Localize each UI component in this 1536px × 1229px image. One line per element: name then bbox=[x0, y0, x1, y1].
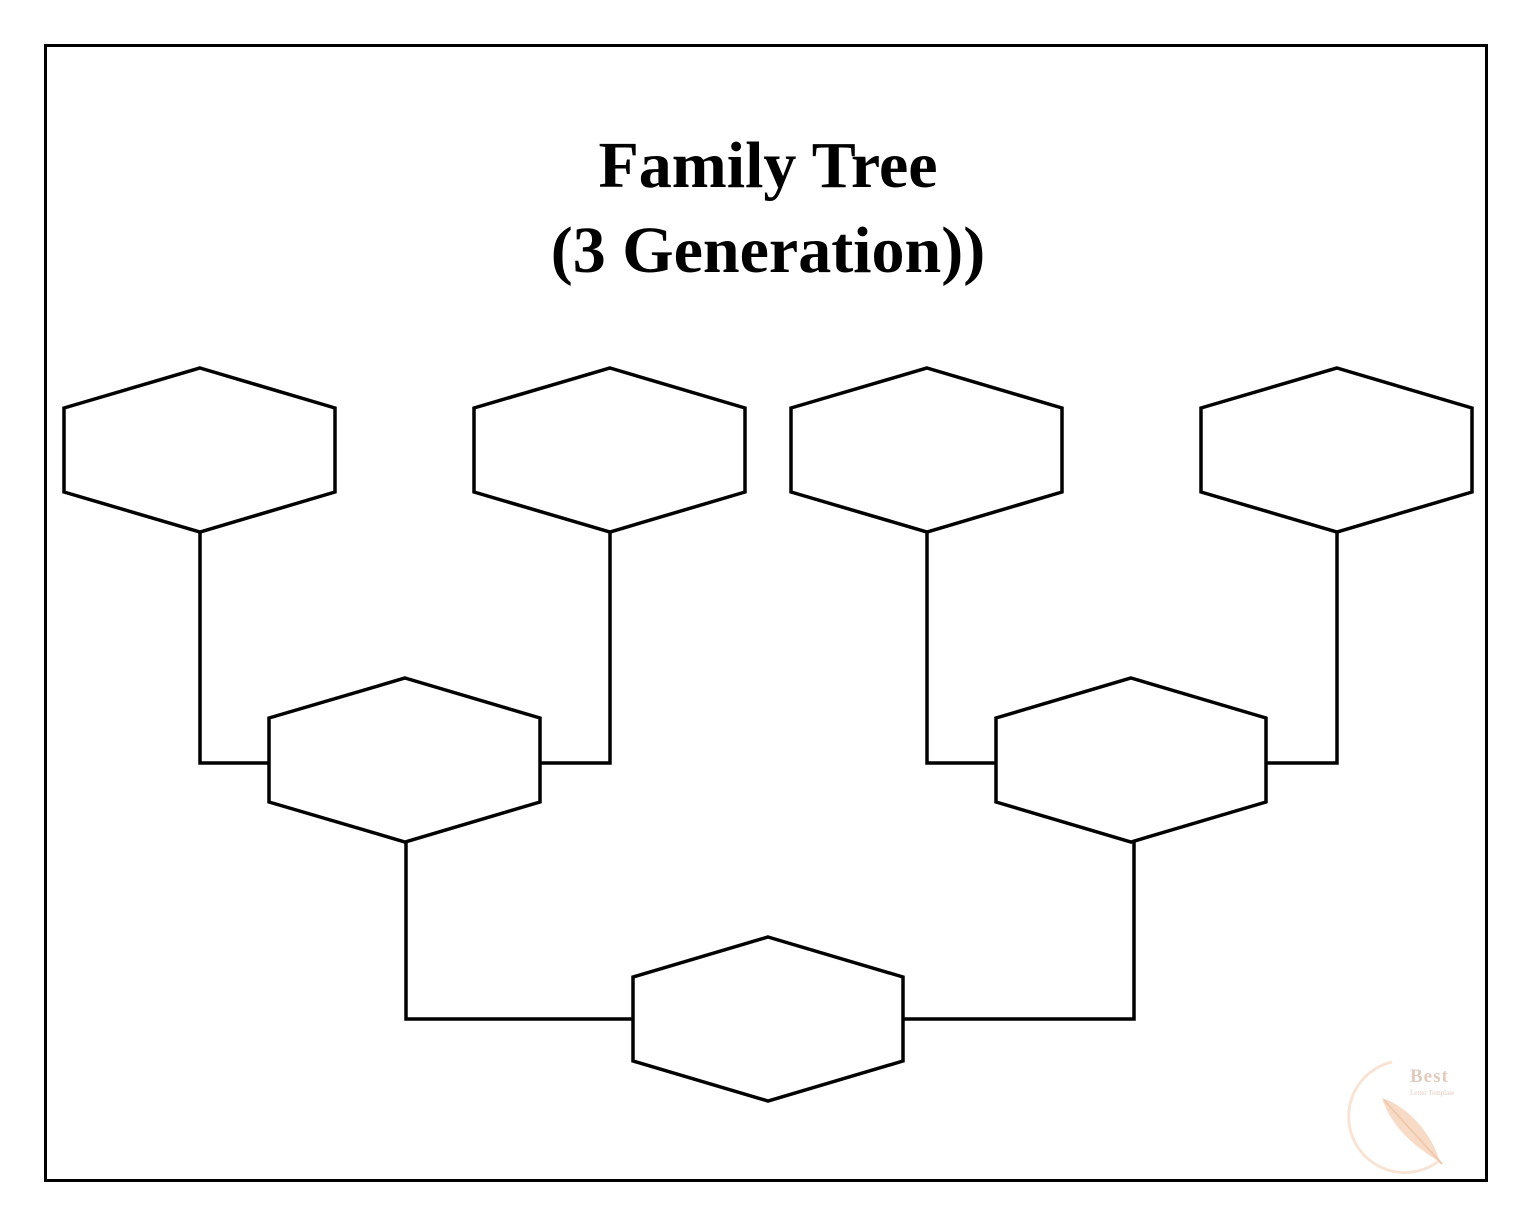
connectors bbox=[198, 531, 1339, 1021]
page-border bbox=[44, 44, 1488, 1182]
parents-row bbox=[267, 676, 1268, 844]
connector-grandparent-2-parent-1 bbox=[540, 531, 612, 765]
title-line-2: (3 Generation)) bbox=[550, 214, 986, 287]
hex-box-parent-1[interactable] bbox=[267, 676, 542, 844]
hex-box-parent-2[interactable] bbox=[994, 676, 1268, 844]
connector-grandparent-3-parent-2 bbox=[925, 531, 996, 765]
watermark-brand: Best bbox=[1410, 1066, 1449, 1087]
self-row bbox=[631, 935, 905, 1103]
watermark-logo: Best Letter Template bbox=[1347, 1060, 1454, 1175]
watermark-ring bbox=[1347, 1060, 1441, 1175]
grandparents-row bbox=[62, 366, 1474, 534]
watermark-subtitle: Letter Template bbox=[1410, 1089, 1454, 1097]
connector-parent-1-self bbox=[404, 841, 633, 1021]
hex-box-grandparent-2[interactable] bbox=[472, 366, 747, 534]
hex-box-grandparent-4[interactable] bbox=[1199, 366, 1474, 534]
connector-grandparent-1-parent-1 bbox=[198, 531, 270, 765]
connector-parent-2-self bbox=[903, 841, 1136, 1021]
hex-box-grandparent-3[interactable] bbox=[789, 366, 1064, 534]
title-line-1: Family Tree bbox=[598, 129, 938, 202]
connector-grandparent-4-parent-2 bbox=[1267, 531, 1339, 765]
hex-box-self[interactable] bbox=[631, 935, 905, 1103]
hex-box-grandparent-1[interactable] bbox=[62, 366, 337, 534]
feather-icon bbox=[1382, 1098, 1443, 1165]
